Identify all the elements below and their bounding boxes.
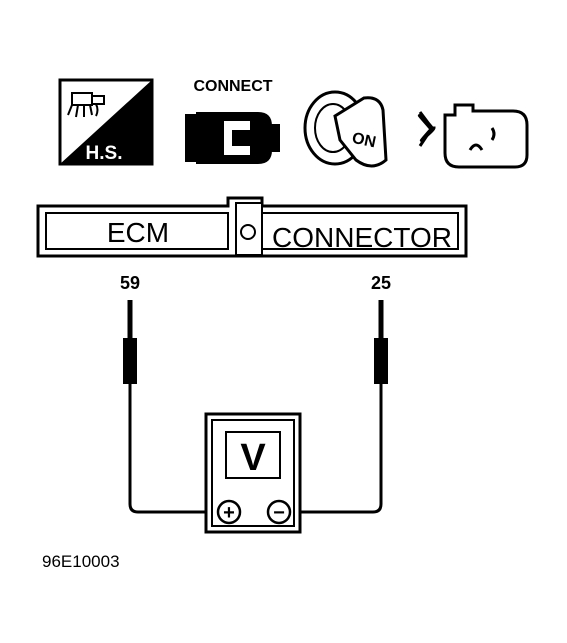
terminal-25-label: 25 <box>371 273 391 293</box>
right-probe <box>292 300 388 514</box>
engine-running-icon <box>417 103 529 169</box>
positive-terminal <box>216 499 242 525</box>
terminal-59-label: 59 <box>120 273 140 293</box>
figure-id: 96E10003 <box>42 552 120 571</box>
hot-soak-icon: H.S. <box>58 78 154 166</box>
latch-circle <box>240 224 256 240</box>
connect-label: CONNECT <box>193 78 272 95</box>
left-probe <box>123 300 208 514</box>
negative-symbol: − <box>273 502 285 524</box>
voltmeter-display-label: V <box>240 437 266 479</box>
ignition-key-icon: ON <box>303 90 388 168</box>
connector-label: CONNECTOR <box>272 222 452 253</box>
voltmeter-display <box>225 431 281 479</box>
hot-soak-label: H.S. <box>86 143 123 164</box>
ecm-label: ECM <box>107 217 169 248</box>
positive-symbol: + <box>223 502 235 524</box>
negative-terminal <box>266 499 292 525</box>
connector-icon <box>185 112 280 164</box>
ecm-connector: ECM CONNECTOR <box>36 196 468 258</box>
voltmeter: V + − <box>204 412 302 534</box>
ignition-on-label: ON <box>350 130 377 152</box>
